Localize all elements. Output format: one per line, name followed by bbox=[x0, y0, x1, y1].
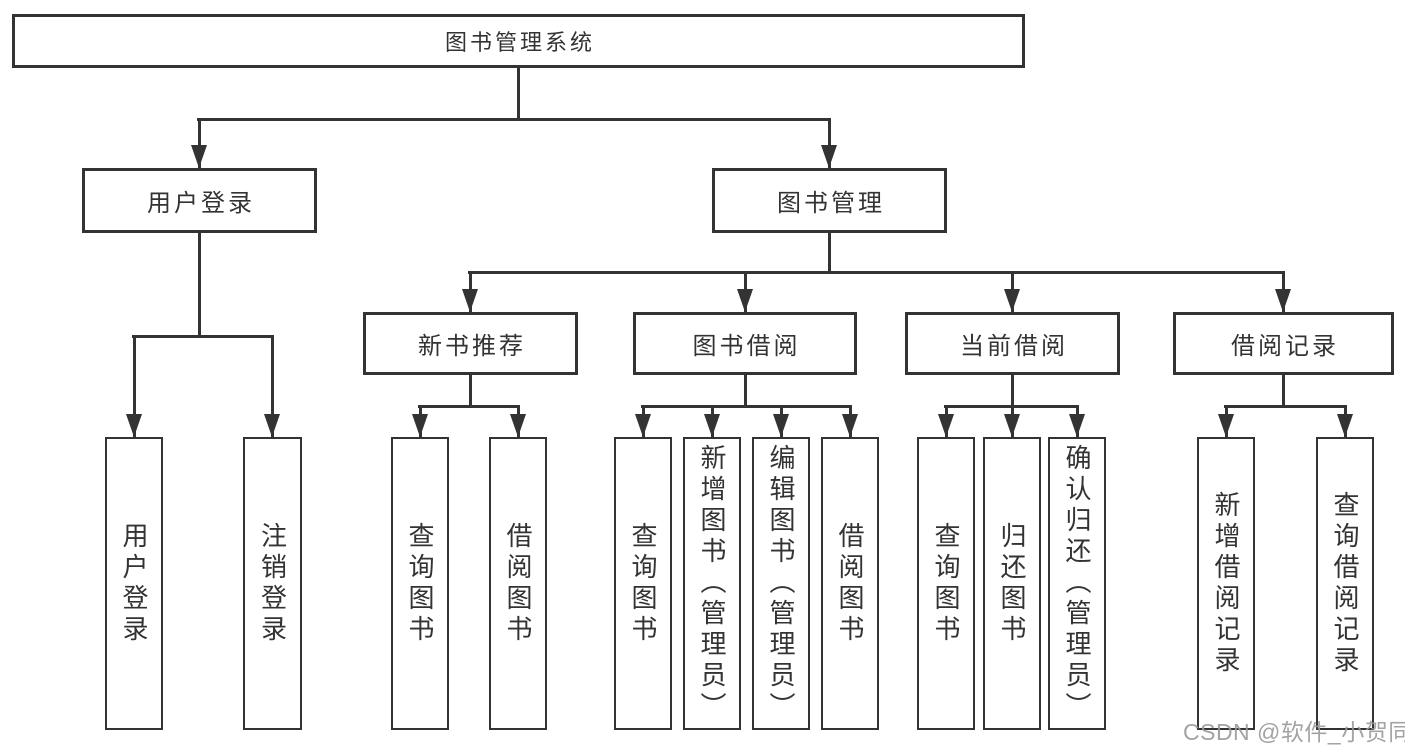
connector-root-trunk bbox=[517, 68, 520, 119]
connector-borrow-split bbox=[641, 405, 852, 408]
node-new-book-recommend: 新书推荐 bbox=[363, 312, 578, 375]
arrowhead-nb2 bbox=[510, 414, 526, 437]
leaf-newbooks-borrow: 借阅图书 bbox=[489, 437, 547, 730]
leaf-current-confirm-admin: 确认归还（管理员） bbox=[1048, 437, 1106, 730]
arrowhead-bb1 bbox=[635, 414, 651, 437]
connector-bookmgmt-stem bbox=[828, 118, 831, 168]
leaf-logout: 注销登录 bbox=[243, 437, 302, 730]
arrowhead-borrow bbox=[737, 289, 753, 312]
node-user-login: 用户登录 bbox=[82, 168, 317, 233]
leaf-borrow-borrow: 借阅图书 bbox=[821, 437, 879, 730]
arrowhead-nb1 bbox=[412, 414, 428, 437]
leaf-current-query: 查询图书 bbox=[917, 437, 975, 730]
leaf-borrow-query: 查询图书 bbox=[614, 437, 672, 730]
arrowhead-newbooks bbox=[462, 289, 478, 312]
arrowhead-logout bbox=[264, 414, 280, 437]
connector-current-trunk bbox=[1011, 375, 1014, 405]
csdn-watermark: CSDN @软件_小贺同学 bbox=[1183, 719, 1405, 745]
node-book-borrow: 图书借阅 bbox=[633, 312, 857, 375]
arrowhead-bb4 bbox=[842, 414, 858, 437]
arrowhead-rb2 bbox=[1337, 414, 1353, 437]
arrowhead-cb2 bbox=[1004, 414, 1020, 437]
leaf-records-add: 新增借阅记录 bbox=[1197, 437, 1255, 730]
arrowhead-userlogin bbox=[126, 414, 142, 437]
connector-borrow-trunk bbox=[744, 375, 747, 405]
arrowhead-login bbox=[191, 145, 207, 168]
connector-newbooks-trunk bbox=[469, 375, 472, 405]
leaf-user-login: 用户登录 bbox=[105, 437, 163, 730]
arrowhead-records bbox=[1275, 289, 1291, 312]
connector-newbooks-split bbox=[418, 405, 520, 408]
connector-bookmgmt-trunk bbox=[828, 233, 831, 271]
leaf-records-query: 查询借阅记录 bbox=[1316, 437, 1374, 730]
arrowhead-cb1 bbox=[938, 414, 954, 437]
arrowhead-rb1 bbox=[1218, 414, 1234, 437]
connector-level2-split bbox=[468, 271, 1285, 274]
leaf-newbooks-query: 查询图书 bbox=[391, 437, 449, 730]
connector-login-trunk bbox=[198, 233, 201, 336]
leaf-borrow-edit-admin: 编辑图书（管理员） bbox=[752, 437, 810, 730]
arrowhead-bookmgmt bbox=[821, 145, 837, 168]
node-book-management: 图书管理 bbox=[712, 168, 947, 233]
node-current-borrow: 当前借阅 bbox=[905, 312, 1120, 375]
connector-userlogin-stem bbox=[133, 335, 136, 437]
connector-records-split bbox=[1224, 405, 1347, 408]
connector-logout-stem bbox=[271, 335, 274, 437]
arrowhead-current bbox=[1004, 289, 1020, 312]
node-system-root: 图书管理系统 bbox=[12, 14, 1025, 68]
arrowhead-bb2 bbox=[704, 414, 720, 437]
leaf-borrow-add-admin: 新增图书（管理员） bbox=[683, 437, 741, 730]
connector-login-split bbox=[132, 335, 274, 338]
connector-records-trunk bbox=[1282, 375, 1285, 405]
arrowhead-bb3 bbox=[773, 414, 789, 437]
connector-level1-split bbox=[197, 118, 831, 121]
connector-login-stem bbox=[198, 118, 201, 168]
leaf-current-return: 归还图书 bbox=[983, 437, 1041, 730]
node-borrow-records: 借阅记录 bbox=[1173, 312, 1394, 375]
arrowhead-cb3 bbox=[1069, 414, 1085, 437]
